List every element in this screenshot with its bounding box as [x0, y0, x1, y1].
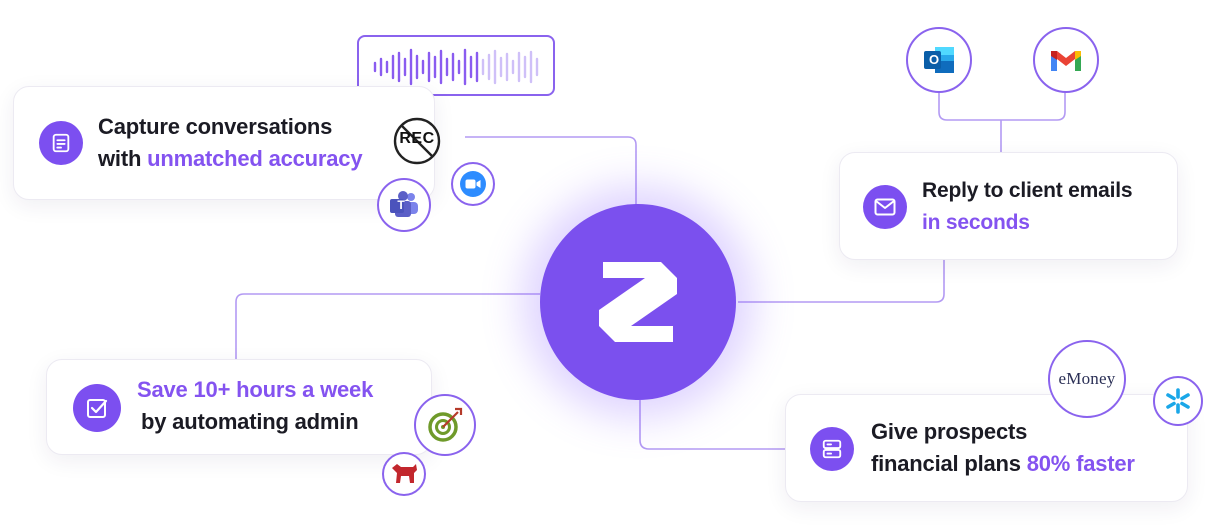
target-app-chip [414, 394, 476, 456]
document-icon [52, 133, 70, 153]
card-highlight: in seconds [922, 211, 1030, 234]
card-icon-bubble [863, 185, 907, 229]
central-logo-hub [540, 204, 736, 400]
card-highlight: unmatched accuracy [147, 146, 363, 171]
card-title: Capture conversations [98, 114, 333, 139]
redtail-app-chip [382, 452, 426, 496]
outlook-app-chip: O [906, 27, 972, 93]
checkbox-icon [87, 399, 108, 418]
card-title: Reply to client emails [922, 179, 1133, 202]
server-icon [822, 439, 842, 459]
feature-card-prospects: Give prospects financial plans 80% faste… [785, 394, 1188, 502]
outlook-icon [924, 47, 954, 73]
zoom-icon [460, 171, 486, 197]
audio-waveform [357, 35, 555, 96]
asterisk-app-chip [1153, 376, 1203, 426]
teams-letter: T [397, 198, 405, 212]
card-title: by automating admin [141, 409, 359, 434]
card-icon-bubble [810, 427, 854, 471]
rec-label: REC [399, 130, 435, 147]
card-icon-bubble [39, 121, 83, 165]
mail-icon [874, 198, 896, 216]
teams-app-chip: T [377, 178, 431, 232]
card-highlight: 80% faster [1026, 451, 1135, 476]
feature-card-reply: Reply to client emails in seconds [839, 152, 1178, 260]
target-icon [428, 407, 463, 442]
brand-logo-icon [599, 262, 677, 342]
card-subtitle: with [98, 146, 148, 171]
feature-card-save-time: Save 10+ hours a week by automating admi… [46, 359, 432, 455]
gmail-icon [1051, 51, 1081, 71]
gmail-app-chip [1033, 27, 1099, 93]
zoom-app-chip [451, 162, 495, 206]
card-icon-bubble [73, 384, 121, 432]
card-subtitle: financial plans [871, 451, 1027, 476]
outlook-letter: O [928, 52, 940, 67]
no-recording-icon: REC [392, 116, 442, 166]
waveform-icon [373, 48, 539, 86]
card-highlight: Save 10+ hours a week [137, 377, 374, 402]
dog-icon [392, 464, 417, 483]
card-title: Give prospects [871, 419, 1028, 444]
emoney-label: eMoney [1058, 369, 1116, 388]
emoney-app-chip: eMoney [1048, 340, 1126, 418]
feature-card-capture: Capture conversations with unmatched acc… [13, 86, 435, 200]
asterisk-icon [1166, 388, 1190, 414]
microsoft-teams-icon [390, 191, 418, 217]
